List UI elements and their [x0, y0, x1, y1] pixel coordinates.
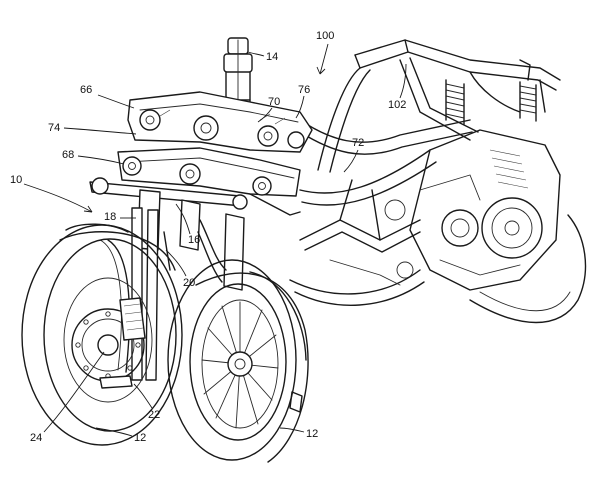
lower-cross-member: [117, 147, 301, 216]
leader-102: [399, 63, 407, 99]
leader-74: [63, 127, 137, 135]
leader-100: [319, 43, 329, 75]
leader-14: [247, 51, 265, 57]
right-front-wheel: [167, 259, 309, 463]
leader-76: [295, 95, 305, 119]
central-frame: [289, 119, 473, 306]
leader-70: [257, 107, 273, 123]
ref-68: 68: [62, 149, 74, 161]
ref-76: 76: [298, 84, 310, 96]
ref-10: 10: [10, 174, 22, 186]
ref-14: 14: [266, 51, 278, 63]
ref-18: 18: [104, 211, 116, 223]
right-front-fork: [179, 199, 245, 291]
leader-20: [165, 249, 187, 277]
leader-66: [97, 94, 135, 109]
engine: [384, 129, 561, 291]
leader-12-right: [279, 427, 305, 433]
leader-24: [43, 351, 105, 433]
ref-72: 72: [352, 137, 364, 149]
ref-22: 22: [148, 409, 160, 421]
leader-68: [77, 155, 125, 165]
reference-numerals: 100 14 66 70 76 102 74 72 68 10 18 16 20…: [10, 30, 407, 444]
ref-12-right-wheel: 12: [306, 428, 318, 440]
left-front-wheel: [21, 223, 183, 446]
leader-12-left: [95, 427, 133, 437]
arrow-100: [316, 66, 326, 75]
ref-66: 66: [80, 84, 92, 96]
rear-frame: [317, 39, 561, 173]
steering-rod: [89, 177, 248, 210]
leader-22: [133, 383, 153, 409]
leader-72: [343, 149, 359, 173]
leader-10: [23, 183, 93, 213]
ref-100: 100: [316, 30, 334, 42]
ref-20: 20: [183, 277, 195, 289]
arrow-10: [83, 205, 93, 213]
ref-16: 16: [188, 234, 200, 246]
ref-70: 70: [268, 96, 280, 108]
rear-wheel: [469, 214, 587, 324]
ref-24: 24: [30, 432, 42, 444]
ref-102: 102: [388, 99, 406, 111]
leader-16: [175, 203, 191, 235]
upper-cross-member: [127, 91, 313, 153]
ref-74: 74: [48, 122, 60, 134]
ref-12-left-wheel: 12: [134, 432, 146, 444]
rear-shock-springs: [445, 79, 537, 125]
